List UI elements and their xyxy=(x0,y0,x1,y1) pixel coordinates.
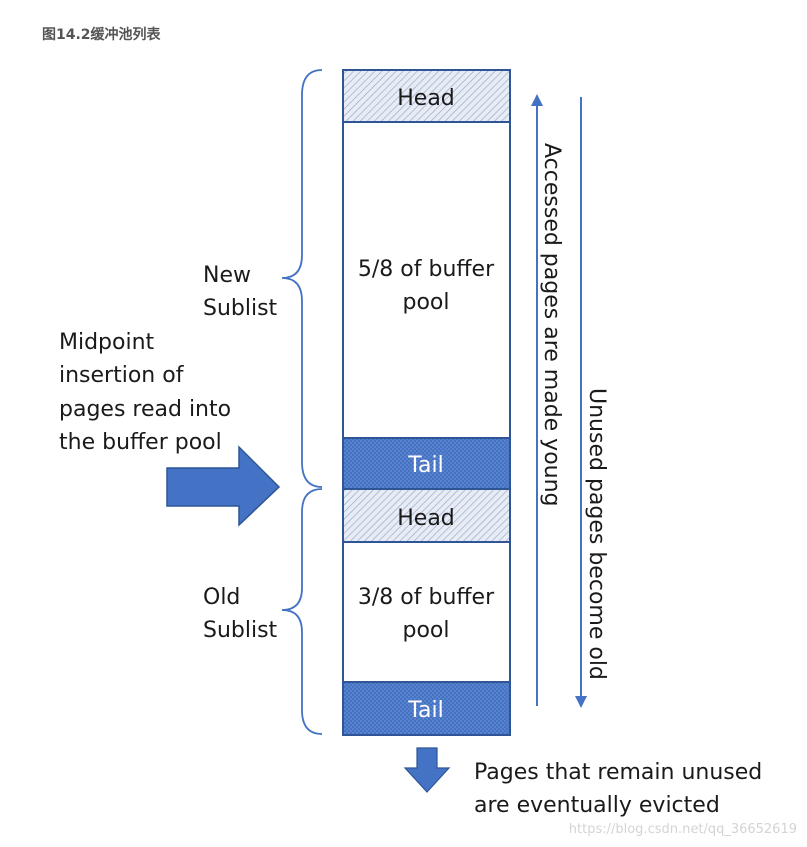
old-head-label: Head xyxy=(397,506,455,531)
new-body-label-line2: pool xyxy=(403,290,450,315)
new-head-label: Head xyxy=(397,86,455,111)
unused-pages-label: Unused pages become old xyxy=(584,388,609,680)
accessed-pages-label: Accessed pages are made young xyxy=(539,143,564,507)
old-body-block xyxy=(342,541,511,683)
midpoint-insertion-arrow xyxy=(166,445,281,527)
new-sublist-label-line1: New xyxy=(203,263,251,288)
old-sublist-label-line1: Old xyxy=(203,585,240,610)
new-tail-label: Tail xyxy=(407,453,444,478)
new-head-block xyxy=(342,69,511,123)
old-body-label-line2: pool xyxy=(403,618,450,643)
accessed-arrow-head xyxy=(531,94,543,106)
midpoint-label-line3: pages read into xyxy=(59,397,231,422)
evicted-label-line1: Pages that remain unused xyxy=(474,760,762,785)
unused-arrow-head xyxy=(575,696,587,708)
midpoint-label-line2: insertion of xyxy=(59,363,185,388)
new-sublist-brace xyxy=(281,69,323,488)
old-tail-label: Tail xyxy=(407,698,444,723)
evicted-label-line2: are eventually evicted xyxy=(474,793,720,818)
watermark: https://blog.csdn.net/qq_36652619 xyxy=(568,822,797,837)
new-tail-block xyxy=(342,437,511,490)
midpoint-label-line1: Midpoint xyxy=(59,330,155,355)
eviction-arrow xyxy=(403,747,451,793)
old-head-block xyxy=(342,488,511,543)
new-body-label-line1: 5/8 of buffer xyxy=(358,257,495,282)
old-sublist-label-line2: Sublist xyxy=(203,618,278,643)
old-sublist-brace xyxy=(281,488,323,735)
old-body-label-line1: 3/8 of buffer xyxy=(358,585,495,610)
new-sublist-label-line2: Sublist xyxy=(203,296,278,321)
midpoint-label-line4: the buffer pool xyxy=(59,430,222,455)
figure-caption: 图14.2缓冲池列表 xyxy=(42,27,161,43)
old-tail-block xyxy=(342,681,511,736)
